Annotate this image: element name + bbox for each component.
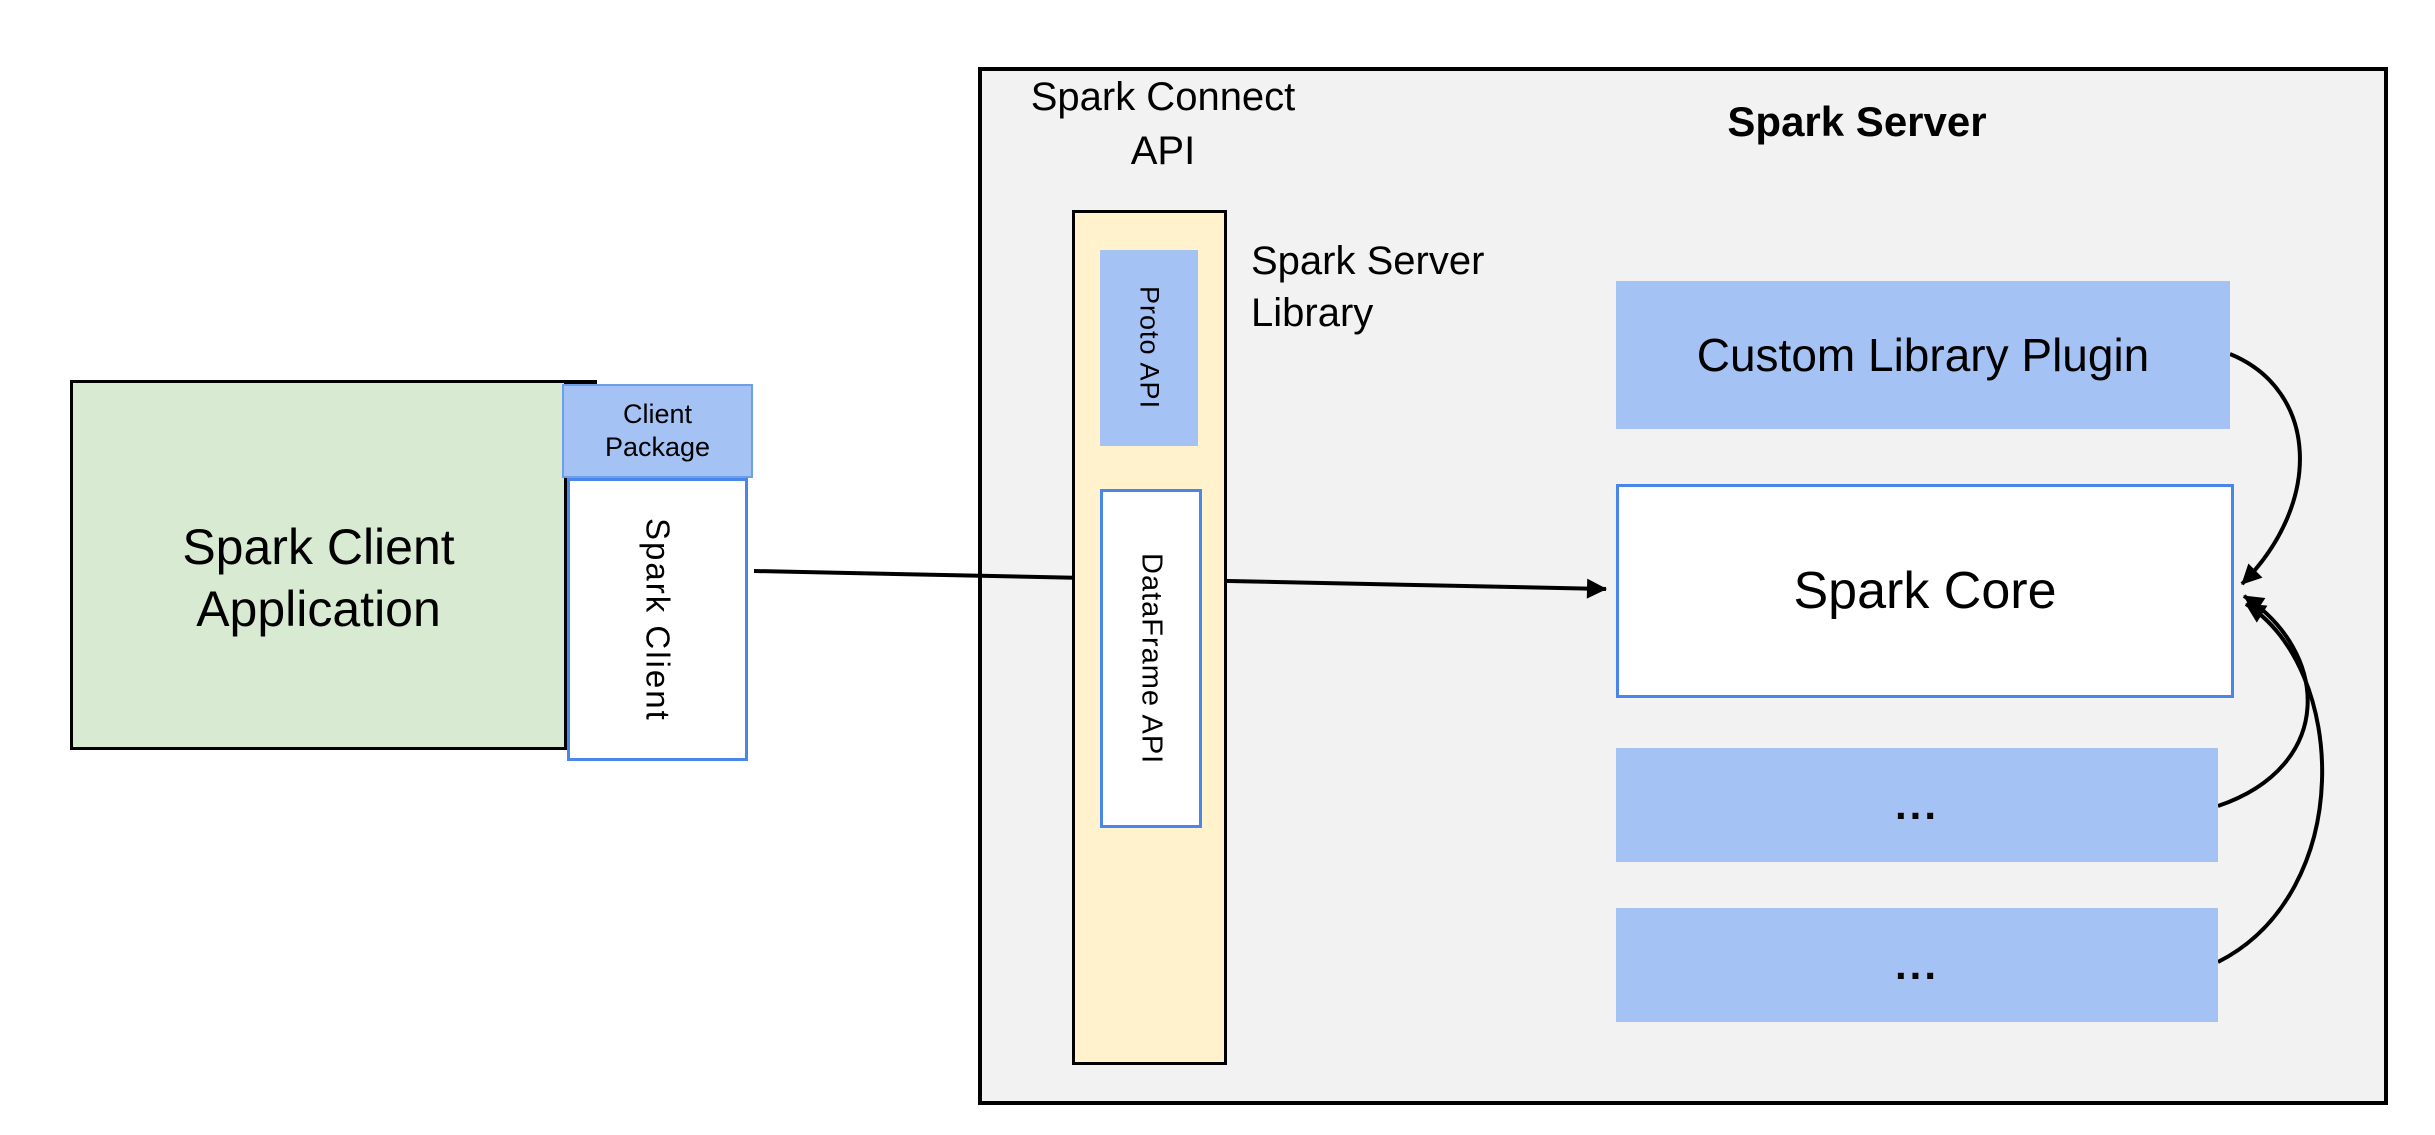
proto-api-label: Proto API xyxy=(1134,286,1165,410)
client-package-label: Client Package xyxy=(604,399,711,462)
dataframe-api-label: DataFrame API xyxy=(1135,552,1168,765)
spark-server-title: Spark Server xyxy=(1727,98,1987,145)
spark-client-label: Spark Client xyxy=(639,517,677,722)
proto-api-box: Proto API xyxy=(1100,250,1198,446)
spark-connect-api-label: Spark Connect API xyxy=(1030,75,1296,173)
dataframe-api-box: DataFrame API xyxy=(1100,489,1202,828)
custom-library-plugin-box: Custom Library Plugin xyxy=(1616,281,2230,429)
plugin-placeholder-box-1: ... xyxy=(1616,748,2218,862)
plugin-placeholder-label-2: ... xyxy=(1894,941,1939,988)
spark-server-library-label: Spark Server Library xyxy=(1251,239,1485,335)
client-app-border-tick xyxy=(567,380,597,384)
spark-client-box: Spark Client xyxy=(567,478,748,761)
spark-core-label: Spark Core xyxy=(1793,562,2057,620)
custom-library-plugin-label: Custom Library Plugin xyxy=(1696,329,2150,381)
client-package-box: Client Package xyxy=(562,384,753,478)
spark-core-box: Spark Core xyxy=(1616,484,2234,698)
plugin-placeholder-box-2: ... xyxy=(1616,908,2218,1022)
plugin-placeholder-label-1: ... xyxy=(1894,781,1939,828)
spark-client-application-label: Spark Client Application xyxy=(182,519,455,637)
spark-client-application-box: Spark Client Application xyxy=(70,380,567,750)
